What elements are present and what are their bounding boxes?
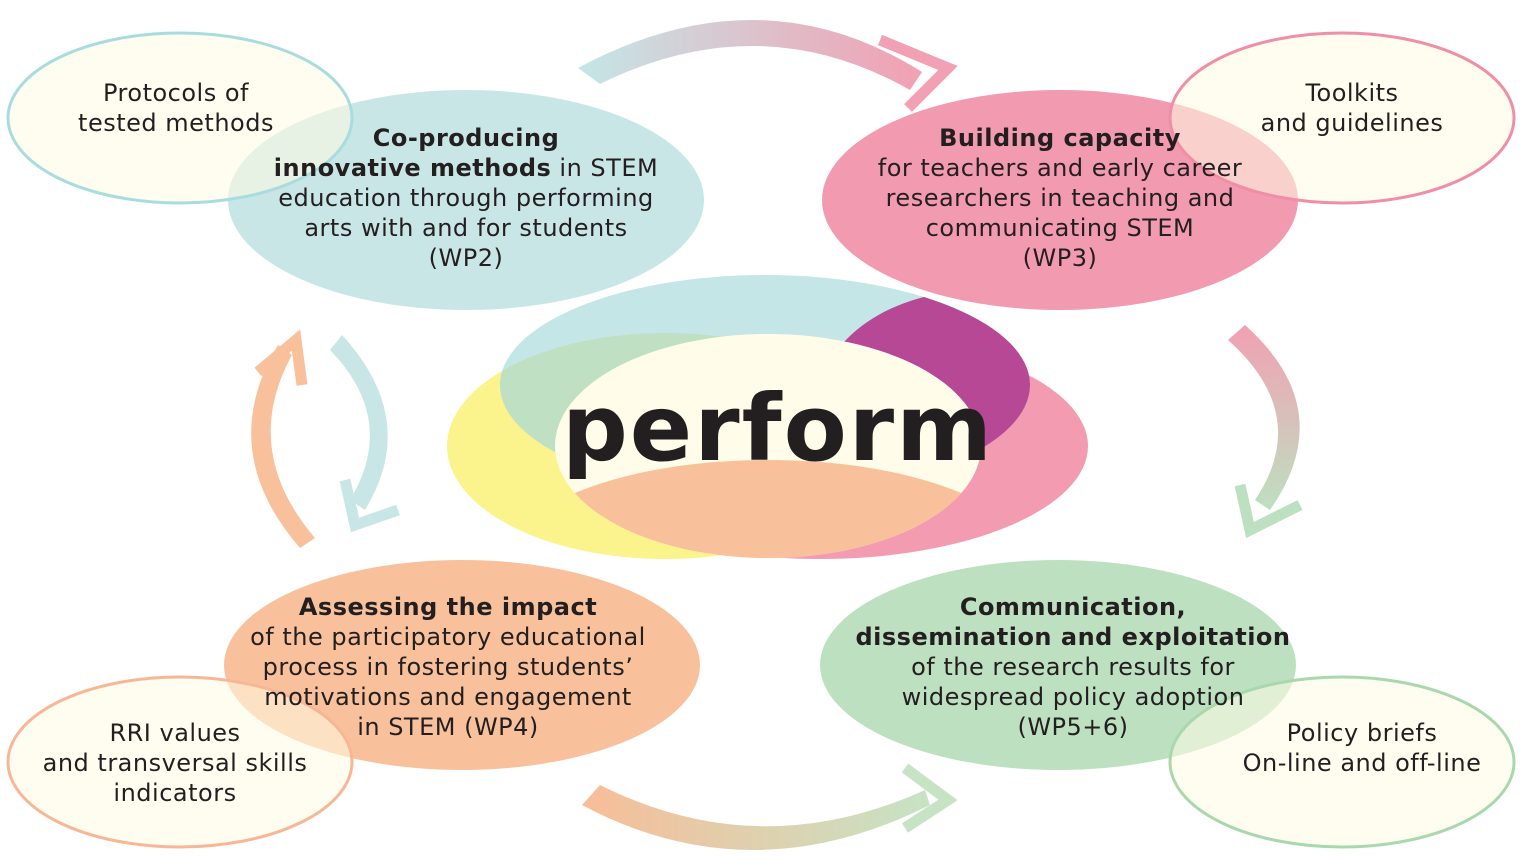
central-venn bbox=[447, 275, 1088, 559]
wp4-line2: of the participatory educational bbox=[250, 623, 646, 651]
wp2-title-line2: innovative methods bbox=[273, 154, 552, 182]
wp3-line5: (WP3) bbox=[1022, 244, 1098, 272]
output-protocols-ellipse bbox=[6, 31, 354, 205]
arrow-wp3-to-wp56 bbox=[1228, 325, 1303, 539]
node-wp56-ellipse bbox=[820, 560, 1296, 770]
rri-line1: RRI values bbox=[109, 719, 241, 747]
node-wp3-text: Building capacity for teachers and early… bbox=[840, 123, 1280, 273]
protocols-line1: Protocols of bbox=[103, 79, 249, 107]
wp56-line5: (WP5+6) bbox=[1017, 713, 1129, 741]
wp2-title-line1: Co-producing bbox=[372, 124, 560, 152]
toolkits-line2: and guidelines bbox=[1260, 109, 1444, 137]
arrow-wp4-to-wp56 bbox=[582, 763, 958, 850]
wp56-line3: of the research results for bbox=[911, 653, 1235, 681]
output-rri-ellipse bbox=[6, 675, 354, 849]
output-rri-text: RRI values and transversal skills indica… bbox=[20, 718, 330, 808]
output-protocols-text: Protocols of tested methods bbox=[46, 78, 306, 138]
arrow-wp2-to-wp3 bbox=[578, 19, 958, 112]
wp2-line3: education through performing bbox=[278, 184, 654, 212]
wp3-line4: communicating STEM bbox=[925, 214, 1195, 242]
wp56-line4: widespread policy adoption bbox=[901, 683, 1245, 711]
toolkits-line1: Toolkits bbox=[1305, 79, 1399, 107]
node-wp2-text: Co-producing innovative methods in STEM … bbox=[246, 123, 686, 273]
node-wp56-text: Communication, dissemination and exploit… bbox=[843, 592, 1303, 742]
wp2-line4: arts with and for students bbox=[304, 214, 628, 242]
rri-line2: and transversal skills bbox=[42, 749, 308, 777]
node-wp4-text: Assessing the impact of the participator… bbox=[228, 592, 668, 742]
wp4-line5: in STEM (WP4) bbox=[357, 713, 539, 741]
wp56-title-line1: Communication, bbox=[959, 593, 1187, 621]
node-wp2-ellipse bbox=[228, 90, 704, 310]
output-policy-ellipse bbox=[1168, 675, 1516, 849]
policy-line1: Policy briefs bbox=[1286, 719, 1438, 747]
wp3-line2: for teachers and early career bbox=[877, 154, 1243, 182]
node-wp4-ellipse bbox=[224, 560, 700, 770]
wp3-title: Building capacity bbox=[939, 124, 1181, 152]
output-toolkits-text: Toolkits and guidelines bbox=[1222, 78, 1482, 138]
arrow-wp2-to-wp4 bbox=[330, 335, 400, 533]
output-toolkits-ellipse bbox=[1168, 31, 1516, 205]
wp4-line3: process in fostering students’ bbox=[262, 653, 634, 681]
wp56-title-line2: dissemination and exploitation bbox=[855, 623, 1291, 651]
wp2-line5: (WP2) bbox=[428, 244, 504, 272]
wp4-title: Assessing the impact bbox=[298, 593, 598, 621]
arrow-wp4-to-wp2 bbox=[251, 329, 315, 548]
wp3-line3: researchers in teaching and bbox=[885, 184, 1235, 212]
output-policy-text: Policy briefs On-line and off-line bbox=[1212, 718, 1512, 778]
protocols-line2: tested methods bbox=[78, 109, 274, 137]
policy-line2: On-line and off-line bbox=[1242, 749, 1482, 777]
wp2-title-tail: in STEM bbox=[551, 154, 659, 182]
perform-logo: perform bbox=[562, 375, 994, 482]
wp4-line4: motivations and engagement bbox=[264, 683, 632, 711]
rri-line3: indicators bbox=[113, 779, 237, 807]
